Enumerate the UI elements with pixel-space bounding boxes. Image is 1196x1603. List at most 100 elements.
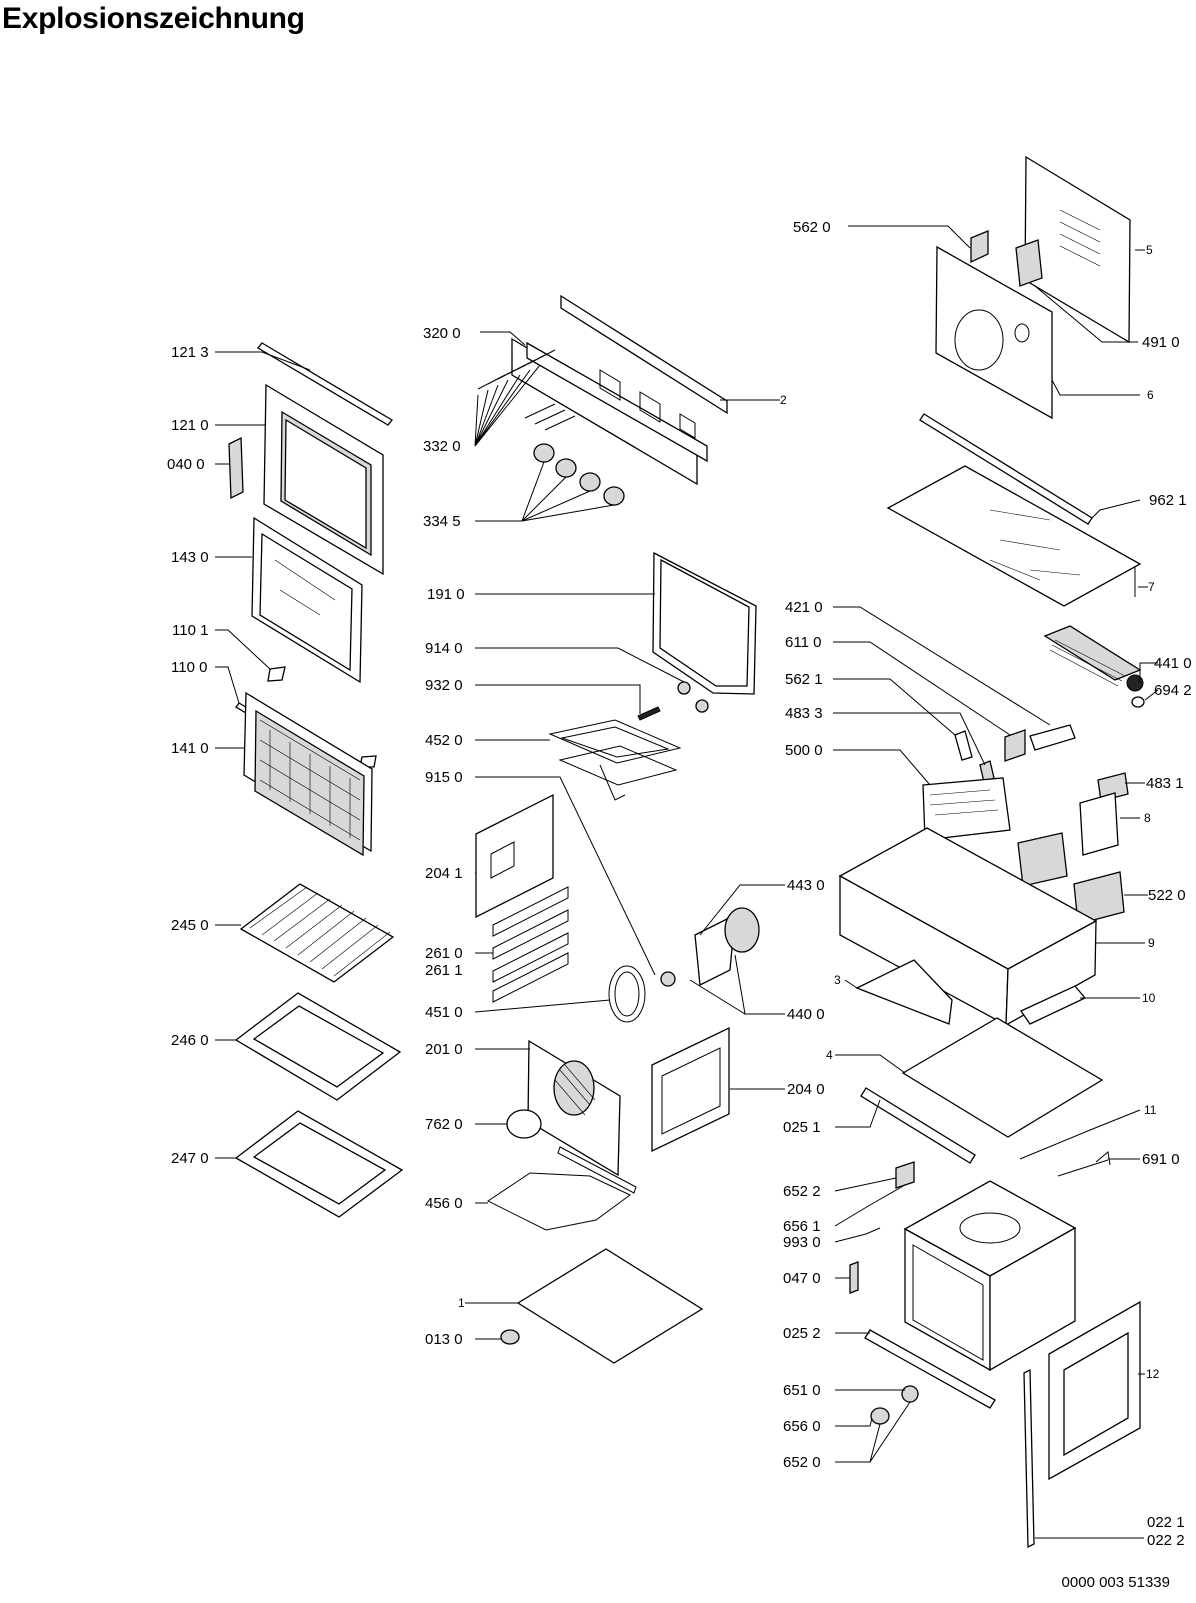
baking-tray-part [234, 992, 402, 1101]
connector-part [1131, 696, 1145, 708]
part-label: 452 0 [425, 732, 463, 749]
temperature-sensor-part [1057, 1151, 1111, 1177]
circular-heating-element-part [608, 965, 646, 1023]
part-label: 191 0 [427, 586, 465, 603]
sensor-part [637, 706, 661, 721]
part-label: 247 0 [171, 1150, 209, 1167]
part-label: 611 0 [785, 634, 821, 651]
oven-lamp-part [870, 1385, 919, 1425]
top-cover-part [886, 465, 1142, 607]
control-panel-part [511, 294, 728, 486]
part-label: 962 1 [1149, 492, 1187, 509]
part-label: 040 0 [167, 456, 205, 473]
part-label: 7 [1148, 580, 1155, 594]
part-label: 762 0 [425, 1116, 463, 1133]
switch-part [1004, 729, 1026, 762]
part-label: 491 0 [1142, 334, 1180, 351]
part-label: 121 0 [171, 417, 209, 434]
tangential-fan-part [1043, 625, 1142, 687]
part-label: 656 1 [783, 1218, 821, 1235]
lower-rail-part [864, 1329, 996, 1409]
part-label: 443 0 [787, 877, 825, 894]
part-label: 500 0 [785, 742, 823, 759]
relay-part [979, 760, 995, 783]
part-label: 261 1 [425, 962, 463, 979]
part-label: 6 [1147, 388, 1154, 402]
appliance-foot-part [500, 1329, 520, 1345]
side-bracket-part [855, 959, 953, 1025]
part-label: 3 [834, 973, 841, 987]
grill-element-part [548, 719, 682, 801]
part-label: 261 0 [425, 945, 463, 962]
insulation-strip-part [919, 413, 1093, 525]
convection-fan-part [660, 907, 760, 987]
part-label: 201 0 [425, 1041, 463, 1058]
part-label: 651 0 [783, 1382, 821, 1399]
part-label: 562 0 [793, 219, 831, 236]
connecting-rod-part [1019, 1127, 1096, 1160]
part-label: 047 0 [783, 1270, 821, 1287]
part-label: 932 0 [425, 677, 463, 694]
part-label: 9 [1148, 936, 1155, 950]
part-label: 110 1 [172, 622, 208, 639]
part-label: 421 0 [785, 599, 823, 616]
inner-door-frame-part [263, 383, 384, 576]
back-wall-part [935, 245, 1053, 420]
part-label: 652 2 [783, 1183, 821, 1200]
wire-rack-part [239, 883, 395, 983]
thermostat-part [677, 681, 691, 695]
part-label: 320 0 [423, 325, 461, 342]
part-label: 656 0 [783, 1418, 821, 1435]
part-label: 10 [1142, 991, 1156, 1005]
part-label: 2 [780, 393, 787, 407]
base-plate-part [901, 1017, 1104, 1138]
part-label: 915 0 [425, 769, 463, 786]
part-label: 522 0 [1148, 887, 1186, 904]
part-label: 204 1 [425, 865, 463, 882]
control-board-part [922, 777, 1011, 841]
part-label: 4 [826, 1048, 833, 1062]
part-label: 483 3 [785, 705, 823, 722]
part-label: 691 0 [1142, 1151, 1180, 1168]
side-rail-plate-part [475, 793, 554, 919]
part-label: 562 1 [785, 671, 823, 688]
part-label: 694 2 [1154, 682, 1192, 699]
lamp-holder-part [895, 1161, 915, 1189]
fan-cover-part [527, 1039, 621, 1177]
part-label: 1 [458, 1296, 465, 1310]
part-label: 652 0 [783, 1454, 821, 1471]
relay-modules-part [1017, 832, 1125, 925]
part-label: 143 0 [171, 549, 209, 566]
side-trim-part [1023, 1368, 1035, 1549]
document-number: 0000 003 51339 [1061, 1574, 1170, 1591]
part-label: 483 1 [1146, 775, 1184, 792]
module-bracket-part [1079, 792, 1119, 856]
part-label: 121 3 [171, 344, 209, 361]
part-label: 332 0 [423, 438, 461, 455]
part-label: 022 1 [1147, 1514, 1185, 1531]
bottom-cover-plate-part [516, 1248, 704, 1364]
terminal-block-part [1029, 724, 1076, 751]
part-label: 8 [1144, 811, 1151, 825]
terminal-part [695, 699, 709, 713]
oven-cavity-part [903, 1180, 1077, 1372]
part-label: 025 1 [783, 1119, 821, 1136]
part-label: 110 0 [171, 659, 207, 676]
lower-heating-element-part [487, 1146, 637, 1231]
part-label: 141 0 [171, 740, 209, 757]
outer-door-glass-part [243, 691, 373, 857]
deep-tray-part [234, 1110, 404, 1218]
part-label: 334 5 [423, 513, 461, 530]
part-label: 11 [1144, 1103, 1157, 1117]
inner-glass-pane-part [251, 516, 363, 684]
part-label: 993 0 [783, 1234, 821, 1251]
part-label: 441 0 [1154, 655, 1192, 672]
part-label: 013 0 [425, 1331, 463, 1348]
door-latch-part [849, 1261, 859, 1294]
part-labels: 562 0 5 491 0 320 0 2 6 121 3 121 0 040 … [167, 219, 1192, 1549]
part-label: 246 0 [171, 1032, 209, 1049]
transformer-part [1015, 239, 1043, 287]
glass-clip-part [267, 666, 286, 682]
page-title: Explosionszeichnung [2, 2, 305, 35]
